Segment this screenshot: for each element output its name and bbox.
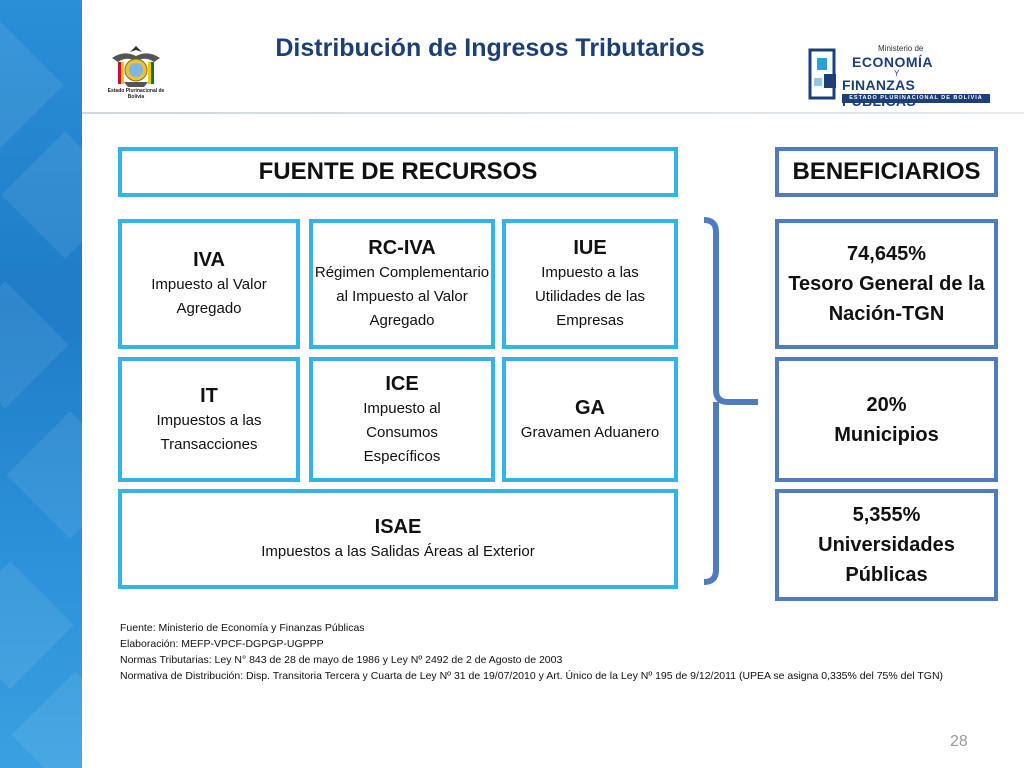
source-box-iva: IVA Impuesto al Valor Agregado [118,219,300,349]
coat-of-arms-caption: Estado Plurinacional de Bolivia [107,88,165,100]
ministry-logo-line4: FINANZAS PÚBLICAS [842,77,916,109]
left-decorative-strip [0,0,82,768]
beneficiary-share: 20% [866,393,907,416]
source-box-rc-iva: RC-IVA Régimen Complementario al Impuest… [309,219,495,349]
source-desc: Gravamen Aduanero [520,423,660,441]
source-box-ice: ICE Impuesto al Consumos Específicos [309,357,495,482]
source-code: GA [575,396,605,419]
source-desc: Impuestos a las Transacciones [156,411,262,453]
source-desc: Impuesto al Consumos Específicos [363,399,441,465]
page-number: 28 [950,733,968,750]
decor-diamond [0,21,64,149]
decor-diamond [11,671,82,768]
beneficiary-box-municipios: 20% Municipios [775,357,998,482]
footnotes: Fuente: Ministerio de Economía y Finanza… [120,620,950,684]
source-code: ICE [385,372,419,395]
source-desc: Régimen Complementario al Impuesto al Va… [314,264,490,329]
source-desc: Impuesto al Valor Agregado [151,276,267,317]
beneficiaries-header-box: BENEFICIARIOS [775,147,998,197]
source-box-iue: IUE Impuesto a las Utilidades de las Emp… [502,219,678,349]
source-code: ISAE [374,516,422,538]
ministry-logo-line5: ESTADO PLURINACIONAL DE BOLIVIA [842,94,990,103]
source-code: RC-IVA [368,237,436,259]
source-desc: Impuesto a las Utilidades de las Empresa… [534,264,646,329]
decor-diamond [1,131,82,259]
beneficiary-name: Universidades Públicas [818,534,955,586]
ministry-emblem-icon [808,48,836,100]
beneficiary-box-universidades: 5,355% Universidades Públicas [775,489,998,601]
beneficiary-share: 74,645% [847,243,926,265]
coat-of-arms-icon [112,46,160,87]
ministry-logo: Ministerio de ECONOMÍA Y FINANZAS PÚBLIC… [808,44,990,109]
decor-diamond [0,281,69,409]
decor-diamond [6,411,82,539]
footnote-tax-norms: Normas Tributarias: Ley N° 843 de 28 de … [120,654,563,666]
ministry-logo-line2: ECONOMÍA [852,54,933,70]
source-code: IUE [573,237,607,259]
source-desc: Impuestos a las Salidas Áreas al Exterio… [261,543,535,560]
sources-header: FUENTE DE RECURSOS [258,158,538,185]
decor-diamond [0,561,74,689]
beneficiary-share: 5,355% [852,504,921,526]
sources-header-box: FUENTE DE RECURSOS [118,147,678,197]
source-box-ga: GA Gravamen Aduanero [502,357,678,482]
source-code: IVA [193,249,225,271]
source-box-isae: ISAE Impuestos a las Salidas Áreas al Ex… [118,489,678,589]
header-divider [82,112,1024,114]
source-box-it: IT Impuestos a las Transacciones [118,357,300,482]
footnote-source: Fuente: Ministerio de Economía y Finanza… [120,622,365,634]
distribution-bracket [703,217,758,585]
source-code: IT [200,384,218,407]
coat-of-arms-logo: Estado Plurinacional de Bolivia [106,44,166,108]
ministry-logo-line3: Y [894,69,900,78]
beneficiaries-header: BENEFICIARIOS [792,158,981,185]
beneficiary-box-tgn: 74,645% Tesoro General de la Nación-TGN [775,219,998,349]
footnote-distribution-norms: Normativa de Distribución: Disp. Transit… [120,670,944,682]
beneficiary-name: Municipios [834,423,939,446]
ministry-logo-line1: Ministerio de [878,44,924,53]
beneficiary-name: Tesoro General de la Nación-TGN [788,273,985,325]
footnote-elaboration: Elaboración: MEFP-VPCF-DGPGP-UGPPP [120,638,324,650]
page-title: Distribución de Ingresos Tributarios [275,34,705,62]
